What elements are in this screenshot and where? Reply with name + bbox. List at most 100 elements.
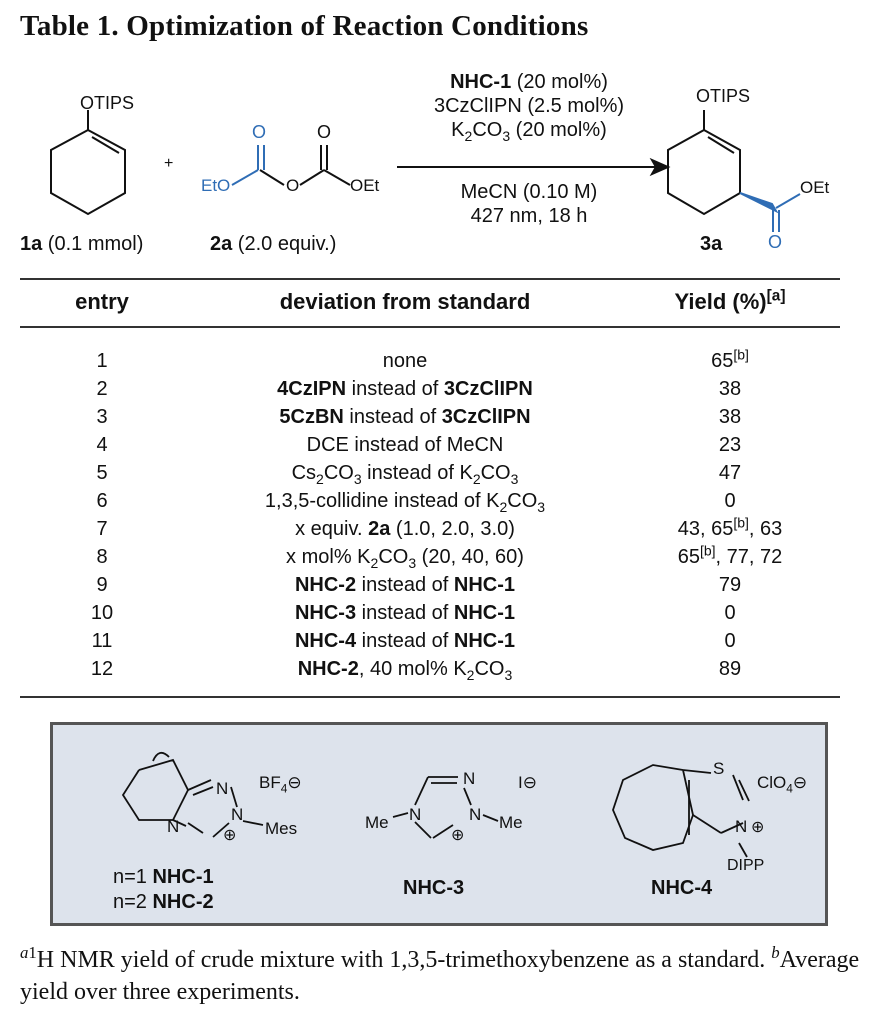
nhc3-me-right: Me (499, 813, 523, 832)
entry-cell: 8 (96, 546, 108, 568)
catalyst-drawing (121, 751, 750, 858)
nhc4-s: S (713, 759, 725, 778)
deviation-cell: none (382, 350, 428, 372)
yield-cell: 79 (718, 574, 742, 596)
deviation-cell: 5CzBN instead of 3CzClIPN (279, 406, 531, 428)
nhc3-label: NHC-3 (403, 877, 465, 899)
deviation-cell: NHC-4 instead of NHC-1 (294, 630, 516, 652)
yield-cell: 89 (718, 658, 742, 680)
yield-cell: 38 (718, 406, 742, 428)
entry-cell: 10 (90, 602, 114, 624)
table-title: Table 1. Optimization of Reaction Condit… (20, 10, 589, 42)
deviation-cell: DCE instead of MeCN (306, 434, 504, 456)
table-row: 3 5CzBN instead of 3CzClIPN 38 (20, 406, 840, 435)
catalyst-structures-box: N N N ⊕ Mes BF4⊖ n=1 NHC-1 n=2 NHC-2 N N… (50, 722, 828, 926)
table-row: 8 x mol% K2CO3 (20, 40, 60) 65[b], 77, 7… (20, 542, 840, 575)
entry-cell: 5 (96, 462, 108, 484)
entry-cell: 6 (96, 490, 108, 512)
ester-wedge (739, 192, 801, 232)
product-structure (667, 110, 741, 216)
nhc4-n: N (735, 817, 748, 836)
nhc3-me-left: Me (365, 813, 389, 832)
product-label: 3a (700, 233, 723, 255)
header-deviation: deviation from standard (279, 289, 531, 314)
deviation-cell: 1,3,5-collidine instead of K2CO3 (264, 490, 546, 515)
plus-sign: + (164, 155, 174, 172)
table-top-rule (20, 278, 840, 280)
reaction-conditions-above: NHC-1 (20 mol%) 3CzClIPN (2.5 mol%) K2CO… (433, 71, 625, 144)
yield-cell: 47 (718, 462, 742, 484)
nhc3-anion: I⊖ (518, 773, 537, 792)
entry-cell: 9 (96, 574, 108, 596)
table-row: 10 NHC-3 instead of NHC-1 0 (20, 602, 840, 631)
reagent-carbonyl-o2: O (317, 122, 332, 142)
product-oet-label: OEt (800, 178, 830, 197)
reagent-oet-label: OEt (350, 176, 380, 195)
cyclohexene-structure (50, 110, 126, 216)
nhc4-plus-charge: ⊕ (751, 819, 765, 836)
entry-cell: 1 (96, 350, 108, 372)
scheme-drawing (50, 110, 801, 232)
table-row: 12 NHC-2, 40 mol% K2CO3 89 (20, 658, 840, 687)
substrate-otips-label: OTIPS (80, 93, 135, 113)
header-yield: Yield (%)[a] (674, 287, 786, 314)
table-row: 1 none 65[b] (20, 346, 840, 379)
nhc12-structure (121, 751, 264, 838)
substrate-label: 1a (0.1 mmol) (20, 233, 144, 255)
entry-cell: 3 (96, 406, 108, 428)
dicarbonate-structure (231, 145, 265, 186)
nhc3-plus-charge: ⊕ (451, 827, 465, 844)
deviation-cell: NHC-2, 40 mol% K2CO3 (297, 658, 513, 683)
reagent-bridge-o: O (286, 176, 300, 195)
nhc3-n-top: N (463, 769, 476, 788)
table-row: 4 DCE instead of MeCN 23 (20, 434, 840, 463)
nhc12-anion: BF4⊖ (259, 773, 302, 796)
yield-cell: 0 (724, 490, 736, 512)
table-row: 2 4CzIPN instead of 3CzClIPN 38 (20, 378, 840, 407)
reagent-carbonyl-o1: O (252, 122, 267, 142)
deviation-cell: x mol% K2CO3 (20, 40, 60) (286, 546, 524, 571)
reaction-scheme: OTIPS 1a (0.1 mmol) + EtO O O O OEt 2a (… (0, 0, 888, 270)
table-header-rule (20, 326, 840, 328)
reaction-arrow (397, 157, 671, 177)
deviation-cell: NHC-3 instead of NHC-1 (294, 602, 516, 624)
reagent-eto-label: EtO (201, 176, 231, 195)
deviation-cell: NHC-2 instead of NHC-1 (294, 574, 516, 596)
yield-cell: 0 (724, 630, 736, 652)
nhc4-structure (612, 764, 750, 858)
product-carbonyl-o: O (768, 232, 783, 252)
table-row: 9 NHC-2 instead of NHC-1 79 (20, 574, 840, 603)
entry-cell: 7 (96, 518, 108, 540)
table-footnote: a1H NMR yield of crude mixture with 1,3,… (20, 943, 860, 1005)
yield-cell: 65[b] (711, 346, 749, 372)
yield-cell: 65[b], 77, 72 (677, 542, 783, 568)
nhc4-dipp: DIPP (727, 857, 765, 874)
deviation-cell: 4CzIPN instead of 3CzClIPN (277, 378, 533, 400)
nhc12-n-bottom: N (167, 817, 180, 836)
table-row: 7 x equiv. 2a (1.0, 2.0, 3.0) 43, 65[b],… (20, 514, 840, 547)
nhc3-structure (392, 776, 499, 839)
nhc12-n-top: N (216, 779, 229, 798)
nhc3-n-left: N (409, 805, 422, 824)
reagent-label: 2a (2.0 equiv.) (210, 233, 337, 255)
nhc4-label: NHC-4 (651, 877, 713, 899)
yield-cell: 43, 65[b], 63 (677, 514, 783, 540)
nhc12-n-right: N (231, 805, 244, 824)
deviation-cell: Cs2CO3 instead of K2CO3 (291, 462, 519, 487)
yield-cell: 0 (724, 602, 736, 624)
nhc3-n-right: N (469, 805, 482, 824)
header-entry: entry (75, 289, 129, 314)
nhc12-plus-charge: ⊕ (223, 827, 237, 844)
entry-cell: 11 (91, 630, 113, 652)
yield-cell: 23 (718, 434, 742, 456)
table-row: 11 NHC-4 instead of NHC-1 0 (20, 630, 840, 659)
table-bottom-rule (20, 696, 840, 698)
yield-cell: 38 (718, 378, 742, 400)
entry-cell: 12 (90, 658, 114, 680)
product-otips-label: OTIPS (696, 86, 751, 106)
table-header: entry deviation from standard Yield (%)[… (20, 287, 840, 318)
nhc4-anion: ClO4⊖ (757, 773, 808, 796)
table-row: 5 Cs2CO3 instead of K2CO3 47 (20, 462, 840, 491)
nhc12-mes: Mes (265, 819, 298, 838)
table-row: 6 1,3,5-collidine instead of K2CO3 0 (20, 490, 840, 519)
